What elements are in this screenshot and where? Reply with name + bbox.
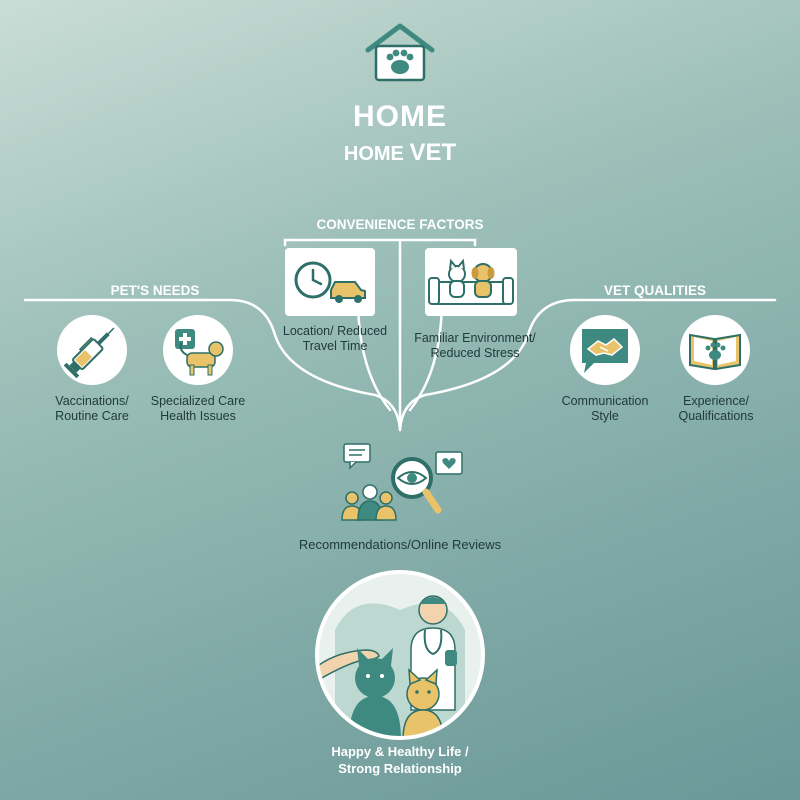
medical-cross-dog-icon (175, 329, 224, 376)
location-card (285, 248, 375, 316)
clock-car-icon (294, 261, 366, 303)
vaccinations-circle (57, 315, 127, 385)
communication-line-2: Style (591, 409, 619, 423)
vet-with-pets-icon (319, 595, 465, 736)
vaccinations-line-1: Vaccinations/ (55, 394, 129, 408)
specialized-circle (163, 315, 233, 385)
experience-line-1: Experience/ (682, 394, 749, 408)
book-paw-icon (689, 333, 741, 371)
subtitle-prefix: HOME (343, 143, 410, 165)
recommendations-caption: Recommendations/Online Reviews (298, 537, 502, 552)
familiar-line-1: Familiar Environment/ (414, 331, 536, 345)
outcome-caption: Happy & Healthy Life / Strong Relationsh… (280, 743, 520, 777)
handshake-icon (582, 329, 628, 373)
house-paw-icon (365, 23, 435, 82)
branch-vet-qualities: VET QUALITIES (603, 283, 706, 298)
people-review-magnifier-icon (341, 443, 463, 521)
communication-circle (570, 315, 640, 385)
branch-pets-needs: PET'S NEEDS (110, 283, 200, 298)
communication-line-1: Communication (561, 394, 649, 408)
specialized-line-1: Specialized Care (150, 394, 246, 408)
vaccinations-caption: Vaccinations/ Routine Care (40, 394, 144, 424)
familiar-card (425, 248, 517, 316)
experience-circle (680, 315, 750, 385)
outcome-line-1: Happy & Healthy Life / (331, 744, 469, 759)
page-subtitle: HOME VET (300, 139, 500, 167)
experience-line-2: Qualifications (678, 409, 754, 423)
outcome-line-2: Strong Relationship (338, 761, 462, 776)
experience-caption: Experience/ Qualifications (664, 394, 768, 424)
familiar-line-2: Reduced Stress (430, 346, 520, 360)
specialized-caption: Specialized Care Health Issues (140, 394, 256, 424)
vaccinations-line-2: Routine Care (55, 409, 129, 423)
communication-caption: Communication Style (553, 394, 657, 424)
page-title: HOME (353, 100, 447, 133)
branch-convenience-factors: CONVENIENCE FACTORS (316, 217, 484, 232)
location-caption: Location/ Reduced Travel Time (270, 324, 400, 354)
subtitle-emphasis: VET (409, 139, 457, 166)
location-line-1: Location/ Reduced (282, 324, 388, 338)
pets-on-couch-icon (428, 258, 514, 305)
location-line-2: Travel Time (302, 339, 368, 353)
outcome-circle (315, 570, 485, 740)
syringe-icon (63, 327, 115, 379)
specialized-line-2: Health Issues (160, 409, 236, 423)
familiar-caption: Familiar Environment/ Reduced Stress (400, 331, 550, 361)
